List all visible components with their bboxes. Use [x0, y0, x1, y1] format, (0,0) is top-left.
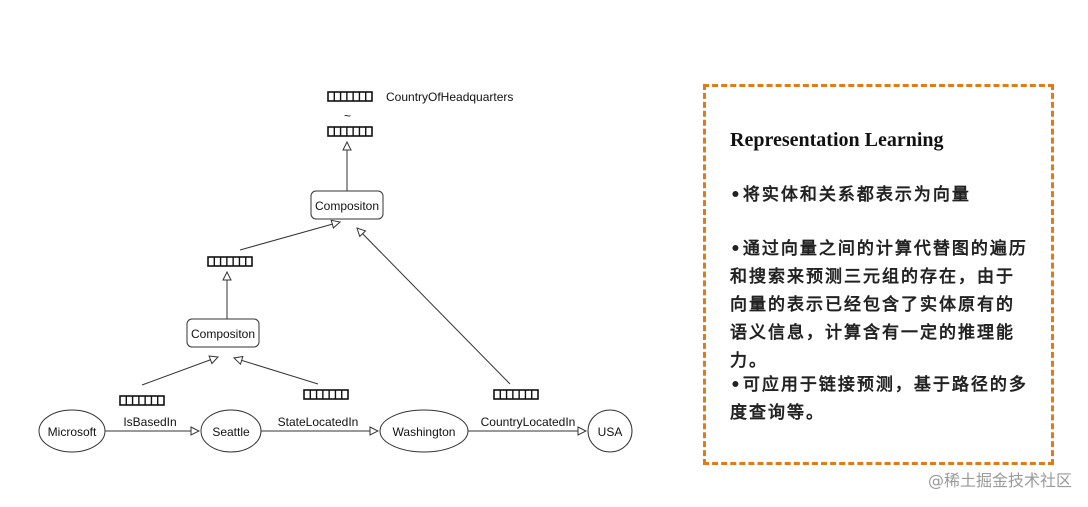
node-microsoft-label: Microsoft	[48, 425, 97, 439]
node-usa-label: USA	[598, 425, 623, 439]
node-seattle-label: Seattle	[212, 425, 250, 439]
vector-composed-top	[327, 126, 373, 137]
watermark: @稀土掘金技术社区	[927, 471, 1072, 490]
arrow-country-to-upper-comp	[357, 228, 511, 385]
vector-state-located-in	[303, 389, 349, 400]
similarity-symbol: ~	[344, 109, 351, 123]
relation-state-located-in-label: StateLocatedIn	[278, 415, 359, 429]
composition-upper-label: Compositon	[315, 199, 379, 213]
panel-title: Representation Learning	[730, 129, 944, 151]
arrow-statelocated-to-lower-comp	[234, 358, 319, 385]
knowledge-graph-diagram: CountryOfHeadquarters ~ Compositon Compo…	[38, 90, 633, 453]
vector-is-based-in	[119, 395, 165, 406]
top-vector-label: CountryOfHeadquarters	[386, 90, 513, 104]
bullet-item: •将实体和关系都表示为向量	[730, 185, 971, 205]
relation-country-located-in-label: CountryLocatedIn	[481, 415, 576, 429]
bullet-item: •通过向量之间的计算代替图的遍历和搜索来预测三元组的存在，由于向量的表示已经包含…	[730, 239, 1028, 371]
bullet-item: •可应用于链接预测，基于路径的多度查询等。	[730, 375, 1028, 423]
composition-lower-box	[186, 318, 260, 348]
vector-country-located-in	[493, 389, 539, 400]
node-washington-label: Washington	[393, 425, 456, 439]
node-usa	[587, 409, 633, 453]
representation-learning-panel: Representation Learning •将实体和关系都表示为向量 •通…	[703, 84, 1054, 465]
composition-lower-label: Compositon	[191, 327, 255, 341]
arrow-vec-to-upper-comp	[239, 222, 340, 251]
vector-mid	[207, 256, 253, 267]
vector-top	[327, 91, 373, 102]
relation-is-based-in-label: IsBasedIn	[123, 415, 176, 429]
arrow-isbasedin-to-lower-comp	[141, 357, 218, 386]
